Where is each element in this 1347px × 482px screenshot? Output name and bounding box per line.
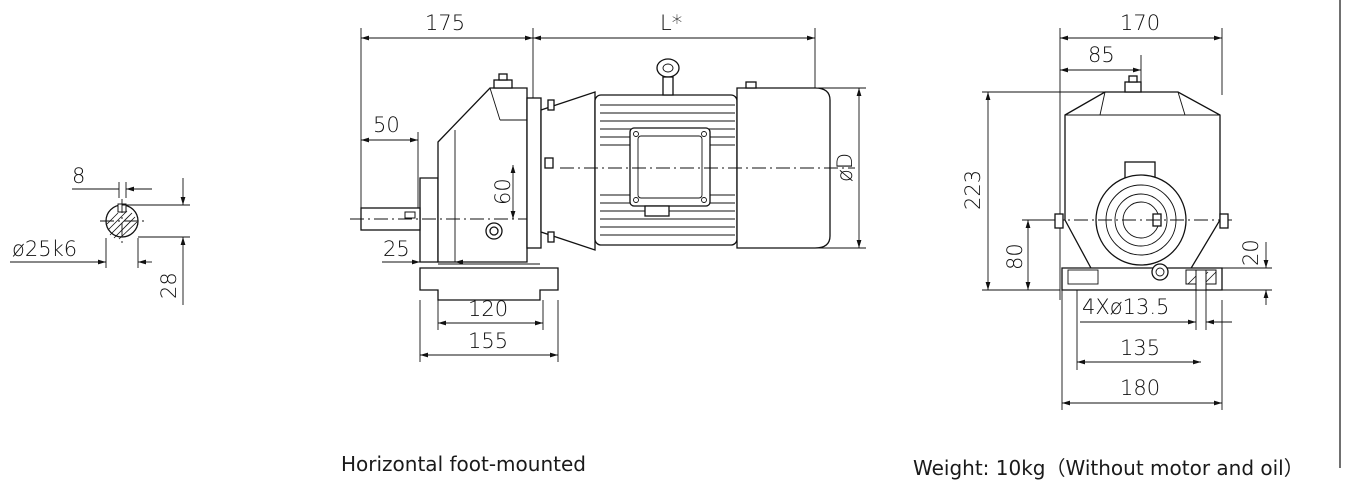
hole-spacing-label: 135 (1120, 336, 1160, 360)
gear-length-label: 175 (425, 11, 465, 35)
shaft-center-height-label: 60 (491, 178, 515, 205)
shaft-height-label: 80 (1003, 243, 1027, 270)
side-view: 175 L* 50 60 25 12 (350, 11, 866, 362)
base-width-label: 180 (1120, 376, 1160, 400)
foot-hole-spacing-label: 120 (468, 297, 508, 321)
mounting-caption: Horizontal foot-mounted (341, 452, 586, 476)
end-view: 170 85 223 80 (961, 11, 1272, 410)
motor-diameter-label: øD (833, 153, 857, 182)
key-height-label: 28 (157, 272, 181, 299)
foot-length-label: 155 (468, 329, 508, 353)
shaft-diameter-label: ø25k6 (12, 237, 77, 261)
shaft-length-label: 50 (373, 113, 400, 137)
total-height-label: 223 (961, 170, 985, 210)
total-width-label: 170 (1120, 11, 1160, 35)
base-thickness-label: 20 (1239, 239, 1263, 266)
mounting-holes-label: 4Xø13.5 (1082, 295, 1169, 319)
weight-caption: Weight: 10kg（Without motor and oil） (913, 456, 1304, 480)
shaft-section-view: 8 ø25k6 28 (10, 164, 190, 305)
motor-length-label: L* (660, 11, 682, 35)
shaft-offset-label: 25 (383, 237, 410, 261)
half-width-label: 85 (1088, 43, 1115, 67)
key-width-label: 8 (72, 164, 85, 188)
